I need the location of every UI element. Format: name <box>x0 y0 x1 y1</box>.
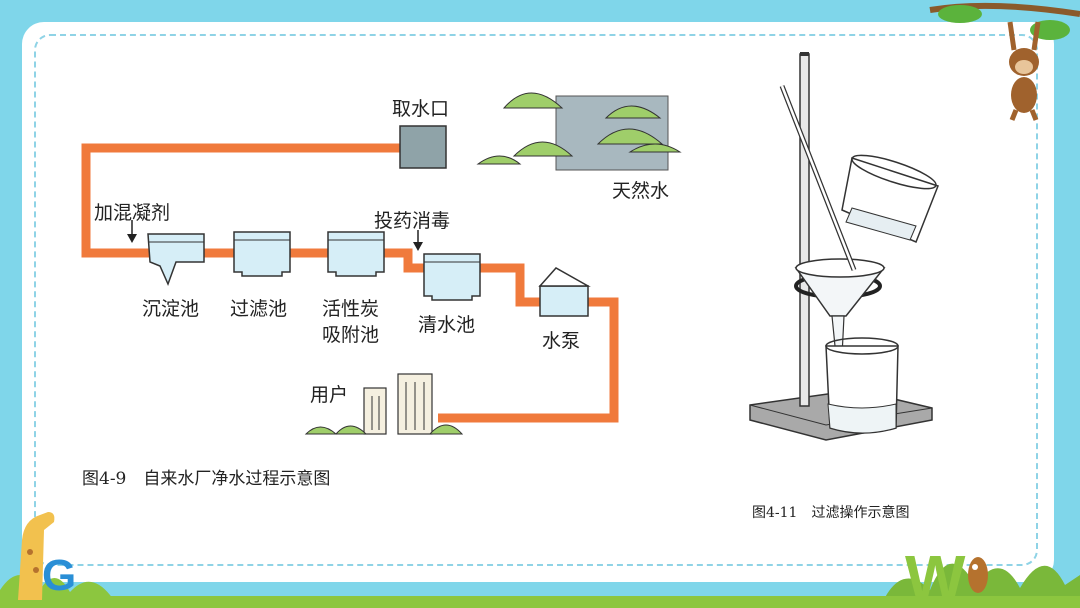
coagulant-label: 加混凝剂 <box>94 202 171 224</box>
intake-label: 取水口 <box>392 98 450 120</box>
filter-label: 过滤池 <box>230 298 288 320</box>
monkey-icon <box>929 2 1080 121</box>
filter-tank <box>233 231 291 277</box>
giraffe-icon: G <box>18 512 76 600</box>
dashed-border <box>34 34 1038 566</box>
carbon-label-line2: 吸附池 <box>322 324 380 346</box>
receiving-beaker <box>825 337 899 434</box>
carbon-tank <box>327 231 385 277</box>
clear-water-tank <box>423 253 481 301</box>
natural-water-label: 天然水 <box>612 180 670 202</box>
user-buildings <box>304 373 464 435</box>
natural-water-scene <box>476 92 682 171</box>
disinfect-label: 投药消毒 <box>374 210 451 232</box>
pouring-beaker <box>841 154 939 243</box>
intake-box <box>399 125 447 169</box>
sedimentation-tank <box>147 233 205 287</box>
sedimentation-label: 沉淀池 <box>142 298 200 320</box>
svg-text:G: G <box>42 551 76 600</box>
disinfect-arrow <box>413 230 423 251</box>
svg-text:W: W <box>905 542 966 608</box>
letter-w-icon: W <box>905 542 988 608</box>
glass-rod <box>779 85 857 271</box>
water-plant-caption: 图4-9 自来水厂净水过程示意图 <box>82 469 331 489</box>
pump-label: 水泵 <box>542 330 581 352</box>
pump <box>538 267 591 317</box>
users-label: 用户 <box>310 384 349 406</box>
coagulant-arrow <box>127 220 137 243</box>
clear-water-label: 清水池 <box>418 314 476 336</box>
pipe <box>81 143 619 423</box>
funnel <box>794 258 886 357</box>
filtration-caption: 图4-11 过滤操作示意图 <box>752 505 910 521</box>
carbon-label-line1: 活性炭 <box>322 298 380 320</box>
